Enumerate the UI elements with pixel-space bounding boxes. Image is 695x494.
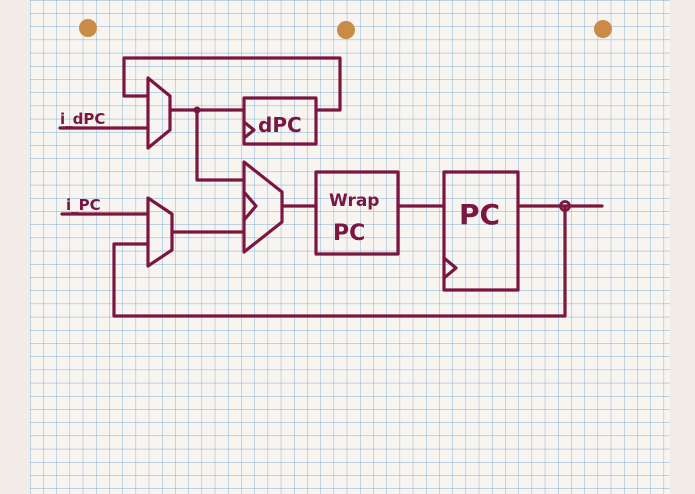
wire-pc-feedback [112,204,567,318]
label-wrap-line1: Wrap [329,191,379,211]
label-i-dpc: i_dPC [60,110,105,128]
junction-dot-output [559,200,571,212]
label-wrap-line2: PC [333,221,365,246]
binder-hole-left [79,19,97,37]
wrap-pc-block [314,170,400,256]
grid [30,0,670,494]
pc-register [442,170,520,292]
label-pc-register: PC [459,198,500,231]
binder-hole-center [337,21,355,39]
adder-mux [242,160,284,254]
wire-dpc-to-pc-mux [195,108,246,182]
mux-dpc-select [146,76,172,150]
label-i-pc: i_PC [66,196,101,214]
adder-notch [242,190,258,222]
pc-clock-marker [442,256,458,280]
binder-hole-right [594,20,612,38]
wire-dpc-feedback [122,56,342,112]
label-dpc-register: dPC [258,113,302,137]
dpc-clock-marker [242,120,256,140]
